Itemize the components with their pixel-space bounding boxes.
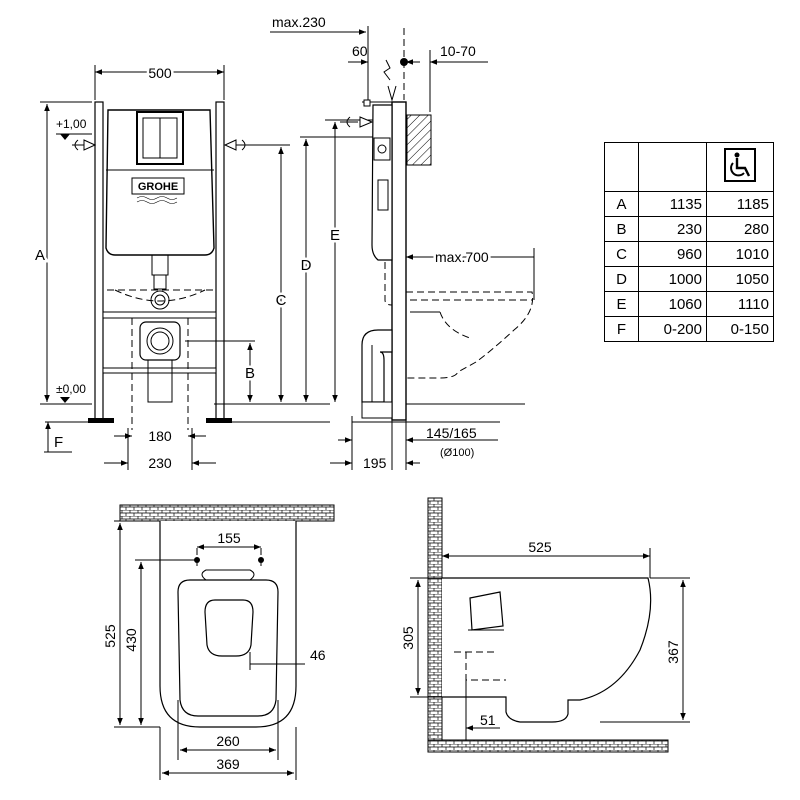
table-row: D 1000 1050 bbox=[604, 266, 774, 292]
dim-max-700: max.700 bbox=[435, 249, 489, 265]
dim-F: F bbox=[54, 434, 63, 451]
table-row: E 1060 1110 bbox=[604, 291, 774, 317]
dim-367: 367 bbox=[665, 640, 681, 664]
row-value: 230 bbox=[638, 216, 707, 242]
dim-430: 430 bbox=[123, 628, 139, 652]
dim-B: B bbox=[245, 365, 255, 382]
dim-260: 260 bbox=[216, 733, 240, 749]
wheelchair-icon bbox=[724, 148, 756, 182]
table-row: F 0-200 0-150 bbox=[604, 316, 774, 342]
wheelchair-icon bbox=[706, 142, 774, 192]
row-label: E bbox=[604, 291, 639, 317]
row-label: C bbox=[604, 241, 639, 267]
row-value-accessible: 0-150 bbox=[706, 316, 774, 342]
row-value: 1000 bbox=[638, 266, 707, 292]
dim-180: 180 bbox=[148, 428, 172, 444]
table-row: A 1135 1185 bbox=[604, 191, 774, 217]
level-zero: ±0,00 bbox=[56, 382, 86, 396]
row-label: B bbox=[604, 216, 639, 242]
frame-left-post bbox=[94, 101, 104, 421]
dim-525-side: 525 bbox=[528, 539, 552, 555]
dim-51: 51 bbox=[480, 712, 496, 728]
dim-195: 195 bbox=[363, 455, 387, 471]
row-label: A bbox=[604, 191, 639, 217]
dim-525-front: 525 bbox=[102, 624, 118, 648]
dim-d100: (Ø100) bbox=[440, 447, 474, 459]
side-view: max.230 60 10-70 max.700 145/165 (Ø100) … bbox=[270, 14, 535, 471]
row-value-accessible: 1185 bbox=[706, 191, 774, 217]
table-header-row bbox=[604, 142, 774, 192]
row-value: 1060 bbox=[638, 291, 707, 317]
bowl-side-view: 525 305 367 51 bbox=[398, 497, 690, 753]
dim-46: 46 bbox=[310, 647, 326, 663]
dim-230-front: 230 bbox=[148, 455, 172, 471]
dim-145-165: 145/165 bbox=[426, 425, 477, 441]
row-value: 1135 bbox=[638, 191, 707, 217]
dim-305: 305 bbox=[400, 626, 416, 650]
table-row: B 230 280 bbox=[604, 216, 774, 242]
table-row: C 960 1010 bbox=[604, 241, 774, 267]
dim-max-230: max.230 bbox=[272, 14, 326, 30]
dim-C: C bbox=[276, 292, 287, 309]
row-value: 0-200 bbox=[638, 316, 707, 342]
front-view: GROHE 500 +1,00 ±0,00 bbox=[32, 63, 375, 471]
row-value-accessible: 1010 bbox=[706, 241, 774, 267]
row-label: F bbox=[604, 316, 639, 342]
dim-500: 500 bbox=[148, 65, 172, 81]
bowl-top-view: 155 525 430 46 260 369 bbox=[100, 504, 335, 780]
row-label: D bbox=[604, 266, 639, 292]
dim-A: A bbox=[35, 247, 45, 264]
dim-E: E bbox=[330, 227, 340, 244]
dim-10-70: 10-70 bbox=[440, 43, 476, 59]
frame-right-post bbox=[215, 101, 225, 421]
dim-D: D bbox=[301, 257, 312, 274]
row-value-accessible: 1110 bbox=[706, 291, 774, 317]
row-value: 960 bbox=[638, 241, 707, 267]
dimension-table: A 1135 1185 B 230 280 C 960 1010 D 1000 … bbox=[604, 142, 774, 342]
dim-369: 369 bbox=[216, 756, 240, 772]
row-value-accessible: 1050 bbox=[706, 266, 774, 292]
level-plus-1: +1,00 bbox=[56, 117, 87, 131]
dim-60: 60 bbox=[352, 43, 368, 59]
dim-155: 155 bbox=[217, 530, 241, 546]
row-value-accessible: 280 bbox=[706, 216, 774, 242]
brand-logo: GROHE bbox=[138, 181, 178, 193]
